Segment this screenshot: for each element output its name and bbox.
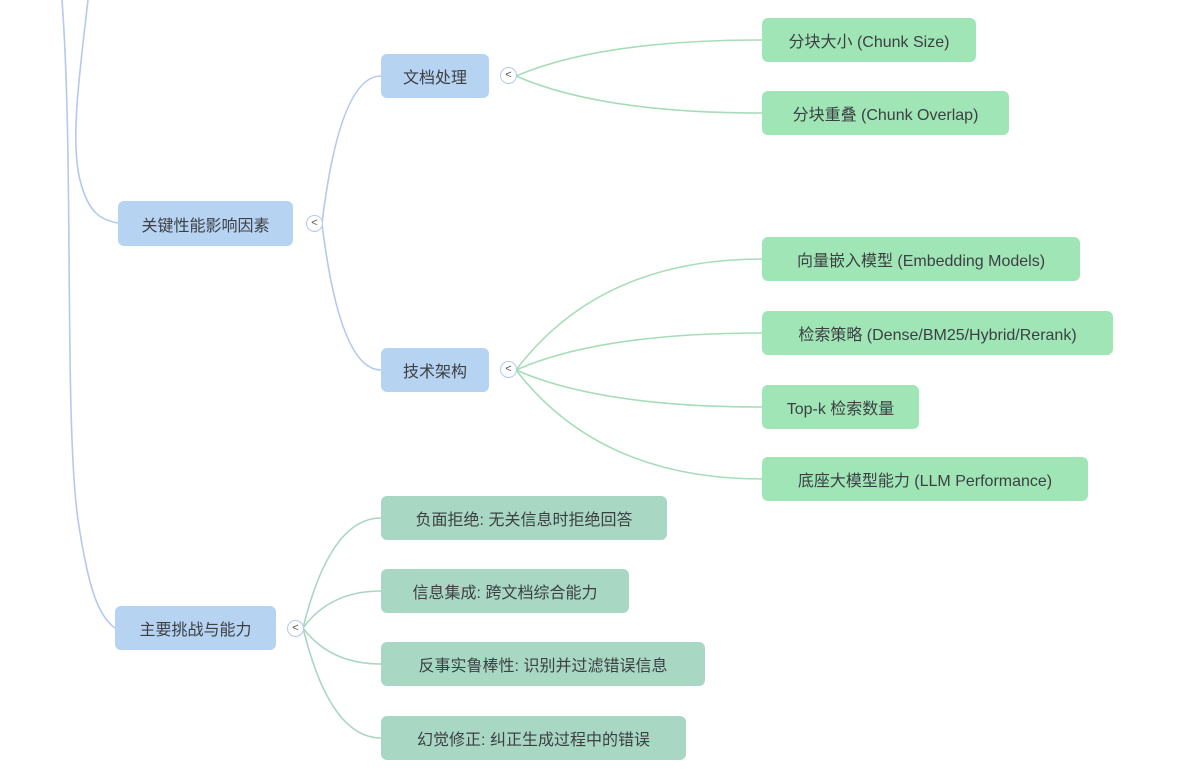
edge-to-topk-count (515, 369, 763, 408)
node-topk-count[interactable]: Top-k 检索数量 (762, 385, 919, 429)
toggle-document-processing[interactable]: < (500, 67, 517, 84)
edge-root-to-key-performance-factors (75, 0, 119, 224)
node-main-challenges[interactable]: 主要挑战与能力 (115, 606, 276, 650)
edge-to-llm-performance (515, 369, 763, 480)
toggle-main-challenges[interactable]: < (287, 620, 304, 637)
node-negative-rejection[interactable]: 负面拒绝: 无关信息时拒绝回答 (381, 496, 667, 540)
edge-to-chunk-overlap (515, 75, 763, 114)
node-hallucination-correction[interactable]: 幻觉修正: 纠正生成过程中的错误 (381, 716, 686, 760)
edge-to-tech-architecture (321, 223, 382, 371)
edge-to-chunk-size (515, 39, 763, 77)
node-chunk-overlap[interactable]: 分块重叠 (Chunk Overlap) (762, 91, 1009, 135)
edge-to-hallucination-correction (302, 627, 382, 739)
edge-to-embedding-models (515, 258, 763, 371)
node-tech-architecture[interactable]: 技术架构 (381, 348, 489, 392)
node-key-performance-factors[interactable]: 关键性能影响因素 (118, 201, 293, 246)
node-chunk-size[interactable]: 分块大小 (Chunk Size) (762, 18, 976, 62)
node-llm-performance[interactable]: 底座大模型能力 (LLM Performance) (762, 457, 1088, 501)
edge-root-to-main-challenges (61, 0, 116, 629)
node-information-integration[interactable]: 信息集成: 跨文档综合能力 (381, 569, 629, 613)
node-document-processing[interactable]: 文档处理 (381, 54, 489, 98)
node-retrieval-strategy[interactable]: 检索策略 (Dense/BM25/Hybrid/Rerank) (762, 311, 1113, 355)
edge-to-counterfactual-robustness (302, 627, 382, 665)
edge-to-negative-rejection (302, 517, 382, 629)
edge-to-retrieval-strategy (515, 332, 763, 371)
node-counterfactual-robustness[interactable]: 反事实鲁棒性: 识别并过滤错误信息 (381, 642, 705, 686)
edge-to-information-integration (302, 590, 382, 629)
edge-to-document-processing (321, 75, 382, 224)
toggle-key-performance-factors[interactable]: < (306, 215, 323, 232)
node-embedding-models[interactable]: 向量嵌入模型 (Embedding Models) (762, 237, 1080, 281)
toggle-tech-architecture[interactable]: < (500, 361, 517, 378)
